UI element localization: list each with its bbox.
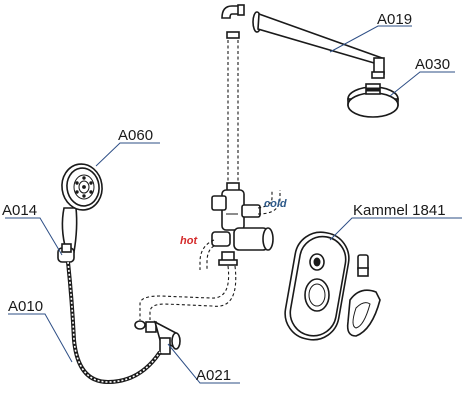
mixer-body (211, 182, 274, 266)
hose-holder (57, 243, 75, 263)
label-a030: A030 (415, 56, 450, 73)
hot-label: hot (180, 235, 198, 247)
label-kammel: Kammel 1841 (353, 202, 446, 219)
label-a060: A060 (118, 127, 153, 144)
label-a021: A021 (196, 367, 231, 384)
shower-arm (221, 4, 385, 79)
supply-hoses (139, 190, 281, 320)
shower-hose (66, 261, 162, 385)
hand-shower (61, 163, 103, 253)
label-a010: A010 (8, 298, 43, 315)
rain-shower-head (347, 83, 399, 118)
trim-plate (284, 231, 350, 341)
mixer-lever (346, 254, 381, 337)
wall-outlet-elbow (134, 320, 181, 355)
riser-pipe (226, 31, 240, 185)
cold-label: cold (264, 198, 287, 210)
label-a014: A014 (2, 202, 37, 219)
leader-lines (5, 25, 462, 384)
label-a019: A019 (377, 11, 412, 28)
